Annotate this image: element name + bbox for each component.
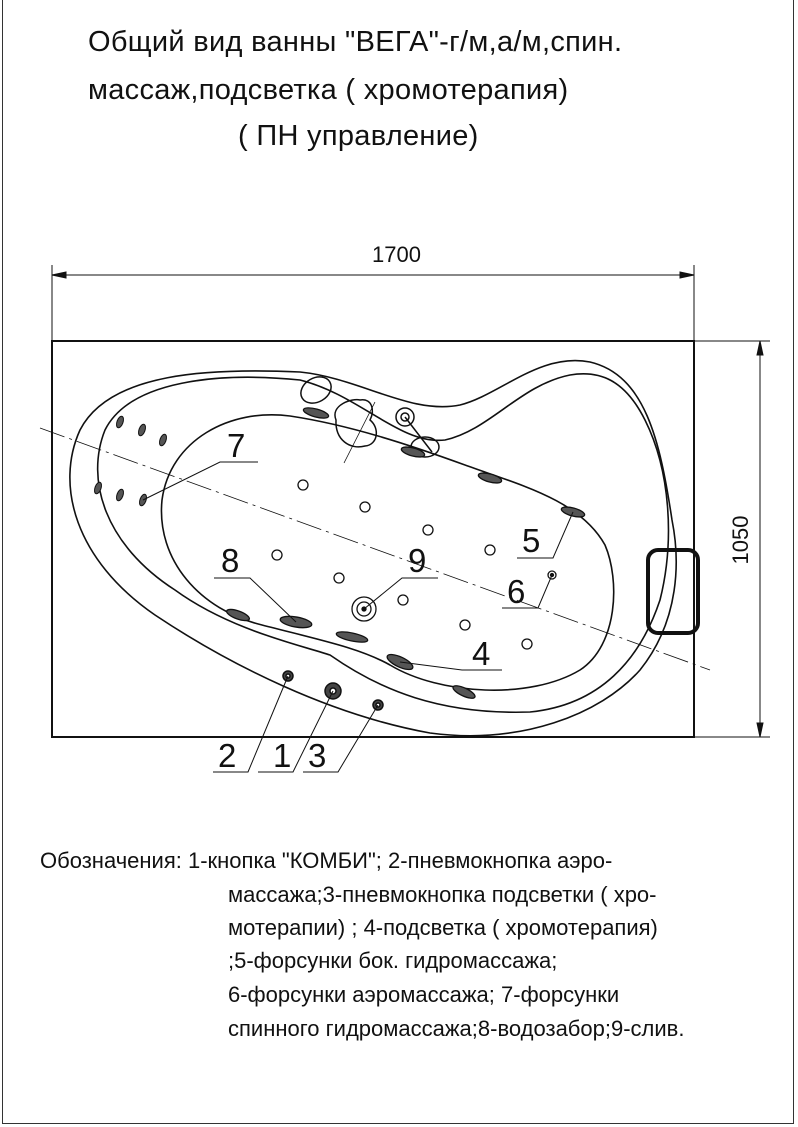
legend-line-6: спинного гидромассажа;8-водозабор;9-слив… <box>228 1016 685 1041</box>
legend-line-4: ;5-форсунки бок. гидромассажа; <box>228 948 558 973</box>
leader-lines <box>142 461 574 773</box>
title-line-2: массаж,подсветка ( хромотерапия) <box>88 74 569 106</box>
centerline <box>39 427 711 671</box>
callout-numbers: 1 2 3 4 5 6 7 8 9 <box>218 427 540 774</box>
callout-7: 7 <box>227 427 245 464</box>
back-hydro-jets <box>94 415 167 507</box>
callout-8: 8 <box>221 542 239 579</box>
legend-line-1: Обозначения: 1-кнопка "КОМБИ"; 2-пневмок… <box>40 848 613 873</box>
bath-outline-rect <box>51 340 695 738</box>
drain <box>351 596 377 622</box>
callout-6: 6 <box>507 573 525 610</box>
title-line-3: ( ПН управление) <box>238 120 479 152</box>
callout-4: 4 <box>472 635 490 672</box>
headrest <box>646 548 700 635</box>
mixer-spout <box>300 376 440 464</box>
legend-line-5: 6-форсунки аэромассажа; 7-форсунки <box>228 982 620 1007</box>
inner-bowl <box>160 414 615 691</box>
callout-1: 1 <box>273 737 291 774</box>
legend-line-3: мотерапии) ; 4-подсветка ( хромотерапия) <box>228 915 658 940</box>
callout-5: 5 <box>522 522 540 559</box>
control-buttons <box>282 670 384 711</box>
dimension-height-label: 1050 <box>728 516 753 565</box>
title-line-1: Общий вид ванны "ВЕГА"-г/м,а/м,спин. <box>88 26 623 58</box>
outer-rim <box>69 359 677 737</box>
callout-2: 2 <box>218 737 236 774</box>
legend-line-2: массажа;3-пневмокнопка подсветки ( хро- <box>228 882 657 907</box>
callout-3: 3 <box>308 737 326 774</box>
dimension-height <box>694 340 770 738</box>
dimension-width-label: 1700 <box>372 242 421 267</box>
dimension-width <box>51 265 695 341</box>
callout-9: 9 <box>408 542 426 579</box>
aero-nozzles <box>271 479 557 650</box>
